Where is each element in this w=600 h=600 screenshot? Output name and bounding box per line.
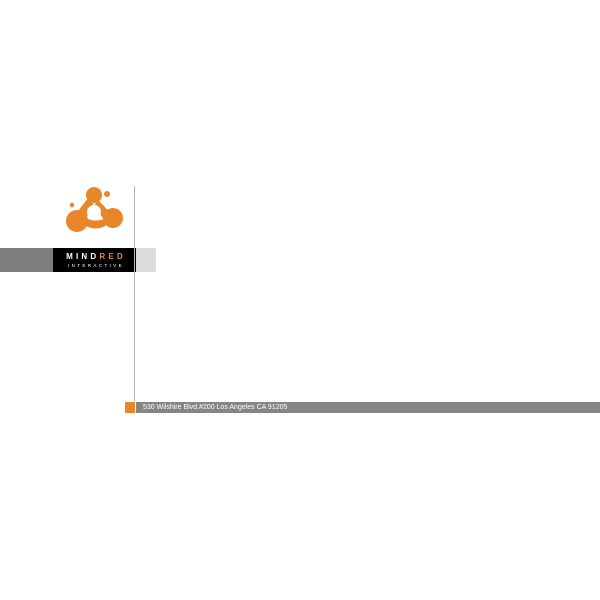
brand-name-mind: MIND <box>66 252 100 261</box>
footer-bar: 530 Wilshire Blvd.#200 Los Angeles CA 91… <box>136 402 600 413</box>
brand-left-bar <box>0 248 53 272</box>
brand-name: MINDRED <box>53 253 136 261</box>
brand-right-bar <box>136 248 156 272</box>
brand-tagline: INTERACTIVE <box>67 263 125 268</box>
molecule-blob-icon <box>66 187 123 232</box>
address-text: 530 Wilshire Blvd.#200 Los Angeles CA 91… <box>143 404 288 411</box>
footer-accent-block <box>125 402 135 413</box>
brand-logo: MINDRED INTERACTIVE <box>53 248 136 272</box>
vertical-divider <box>134 186 135 401</box>
brand-name-red: RED <box>99 252 126 261</box>
